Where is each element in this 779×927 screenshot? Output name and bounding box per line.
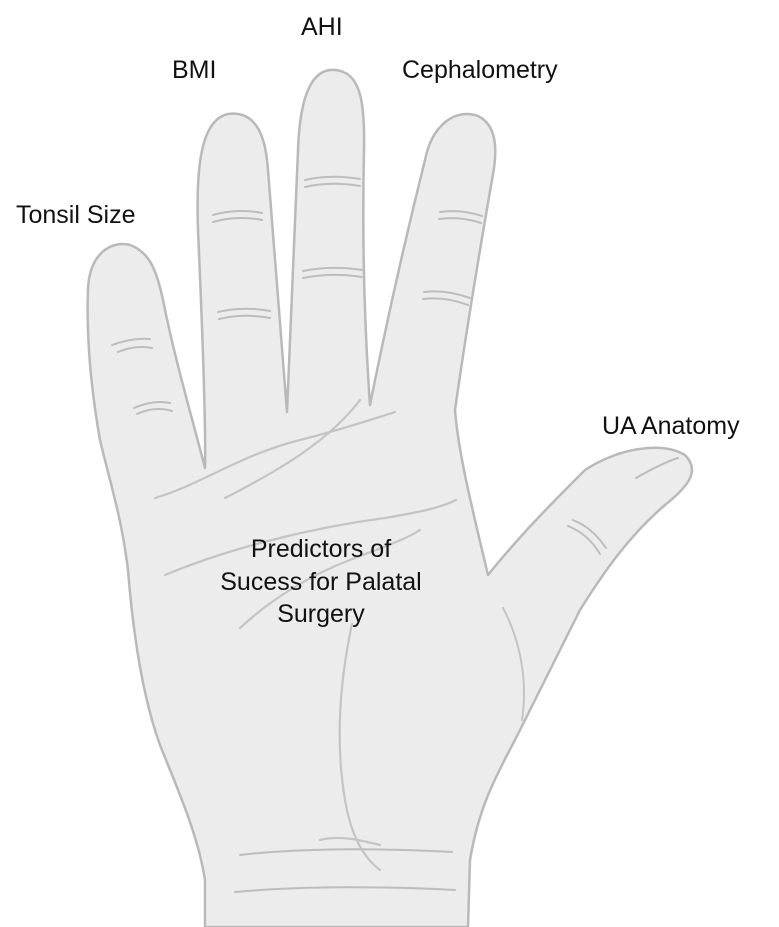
palm-line-3: Surgery [190, 598, 452, 631]
label-index: Cephalometry [402, 56, 558, 85]
palm-title: Predictors of Sucess for Palatal Surgery [190, 533, 452, 631]
label-ring: BMI [172, 56, 216, 85]
label-thumb: UA Anatomy [602, 412, 740, 441]
hand-outline [88, 70, 692, 927]
label-pinky: Tonsil Size [16, 201, 136, 230]
palm-line-2: Sucess for Palatal [190, 566, 452, 599]
label-middle: AHI [301, 13, 343, 42]
palm-line-1: Predictors of [190, 533, 452, 566]
